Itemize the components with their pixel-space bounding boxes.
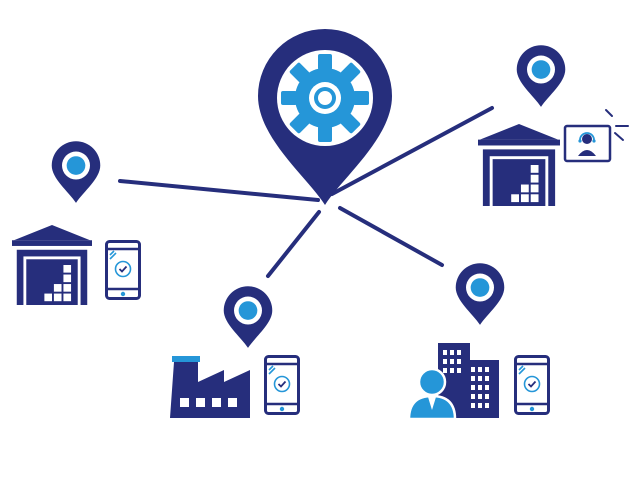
link-hub-to-warehouse-top-right (330, 106, 494, 196)
node-warehouse-top-right (478, 45, 629, 206)
factory-icon (170, 356, 250, 418)
person-icon (407, 367, 457, 421)
office-buildings-person-icon (407, 343, 499, 421)
gear-icon (281, 54, 369, 142)
location-pin-icon (51, 141, 101, 203)
location-pin-icon (516, 45, 566, 107)
link-hub-to-warehouse-left (118, 179, 320, 202)
location-pin-icon (223, 286, 273, 348)
warehouse-icon (12, 225, 92, 305)
gear-location-pin-icon (258, 29, 392, 205)
link-hub-to-factory (266, 210, 321, 278)
mobile-check-icon (105, 240, 141, 300)
mobile-check-icon (264, 355, 300, 415)
location-pin-icon (455, 263, 505, 325)
node-warehouse-left (12, 141, 141, 305)
node-office (407, 263, 550, 421)
link-hub-to-office (338, 206, 444, 267)
mobile-check-icon (514, 355, 550, 415)
warehouse-icon (478, 124, 560, 206)
connections (118, 106, 494, 278)
node-factory (170, 286, 300, 418)
video-call-agent-icon (563, 109, 629, 163)
signal-rays-icon (605, 109, 629, 141)
